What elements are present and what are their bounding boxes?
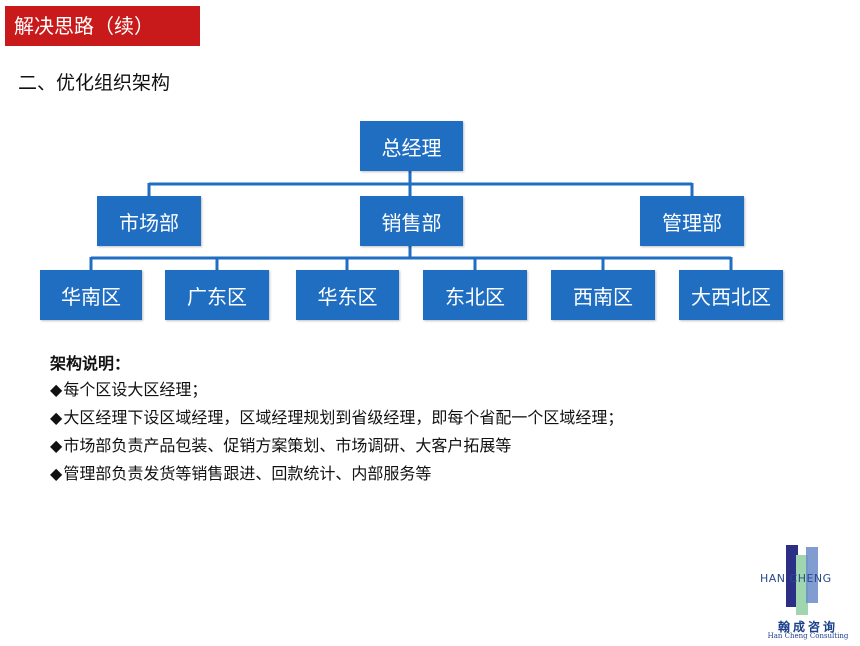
logo-chinese-name: 翰成咨询: [777, 620, 838, 634]
slide-title: 解决思路（续）: [5, 6, 200, 46]
diamond-bullet-icon: ◆: [50, 380, 63, 399]
note-text: 大区经理下设区域经理，区域经理规划到省级经理，即每个省配一个区域经理；: [63, 408, 624, 427]
section-subtitle: 二、优化组织架构: [18, 72, 171, 94]
node-region-daxibei: 大西北区: [679, 270, 783, 320]
logo-english-name: Han Cheng Consulting: [767, 632, 849, 640]
node-general-manager: 总经理: [360, 121, 463, 171]
structure-notes: 架构说明： ◆每个区设大区经理； ◆大区经理下设区域经理，区域经理规划到省级经理…: [50, 352, 623, 488]
notes-heading: 架构说明：: [50, 354, 131, 373]
node-sales-dept: 销售部: [360, 196, 463, 246]
node-admin-dept: 管理部: [640, 196, 744, 246]
node-region-dongbei: 东北区: [423, 270, 527, 320]
diamond-bullet-icon: ◆: [50, 436, 63, 455]
node-region-guangdong: 广东区: [165, 270, 269, 320]
note-text: 每个区设大区经理；: [63, 380, 208, 399]
note-text: 管理部负责发货等销售跟进、回款统计、内部服务等: [63, 464, 432, 483]
note-item: ◆每个区设大区经理；: [50, 376, 623, 404]
company-logo: HAN CHENG 翰成咨询 Han Cheng Consulting: [760, 545, 856, 641]
node-region-huadong: 华东区: [296, 270, 399, 320]
note-text: 市场部负责产品包装、促销方案策划、市场调研、大客户拓展等: [63, 436, 512, 455]
node-marketing-dept: 市场部: [97, 196, 201, 246]
note-item: ◆市场部负责产品包装、促销方案策划、市场调研、大客户拓展等: [50, 432, 623, 460]
logo-wordmark: HAN CHENG: [760, 572, 832, 585]
diamond-bullet-icon: ◆: [50, 408, 63, 427]
node-region-huanan: 华南区: [40, 270, 142, 320]
node-region-xinan: 西南区: [551, 270, 655, 320]
note-item: ◆管理部负责发货等销售跟进、回款统计、内部服务等: [50, 460, 623, 488]
logo-bars-icon: [786, 545, 818, 615]
diamond-bullet-icon: ◆: [50, 464, 63, 483]
note-item: ◆大区经理下设区域经理，区域经理规划到省级经理，即每个省配一个区域经理；: [50, 404, 623, 432]
